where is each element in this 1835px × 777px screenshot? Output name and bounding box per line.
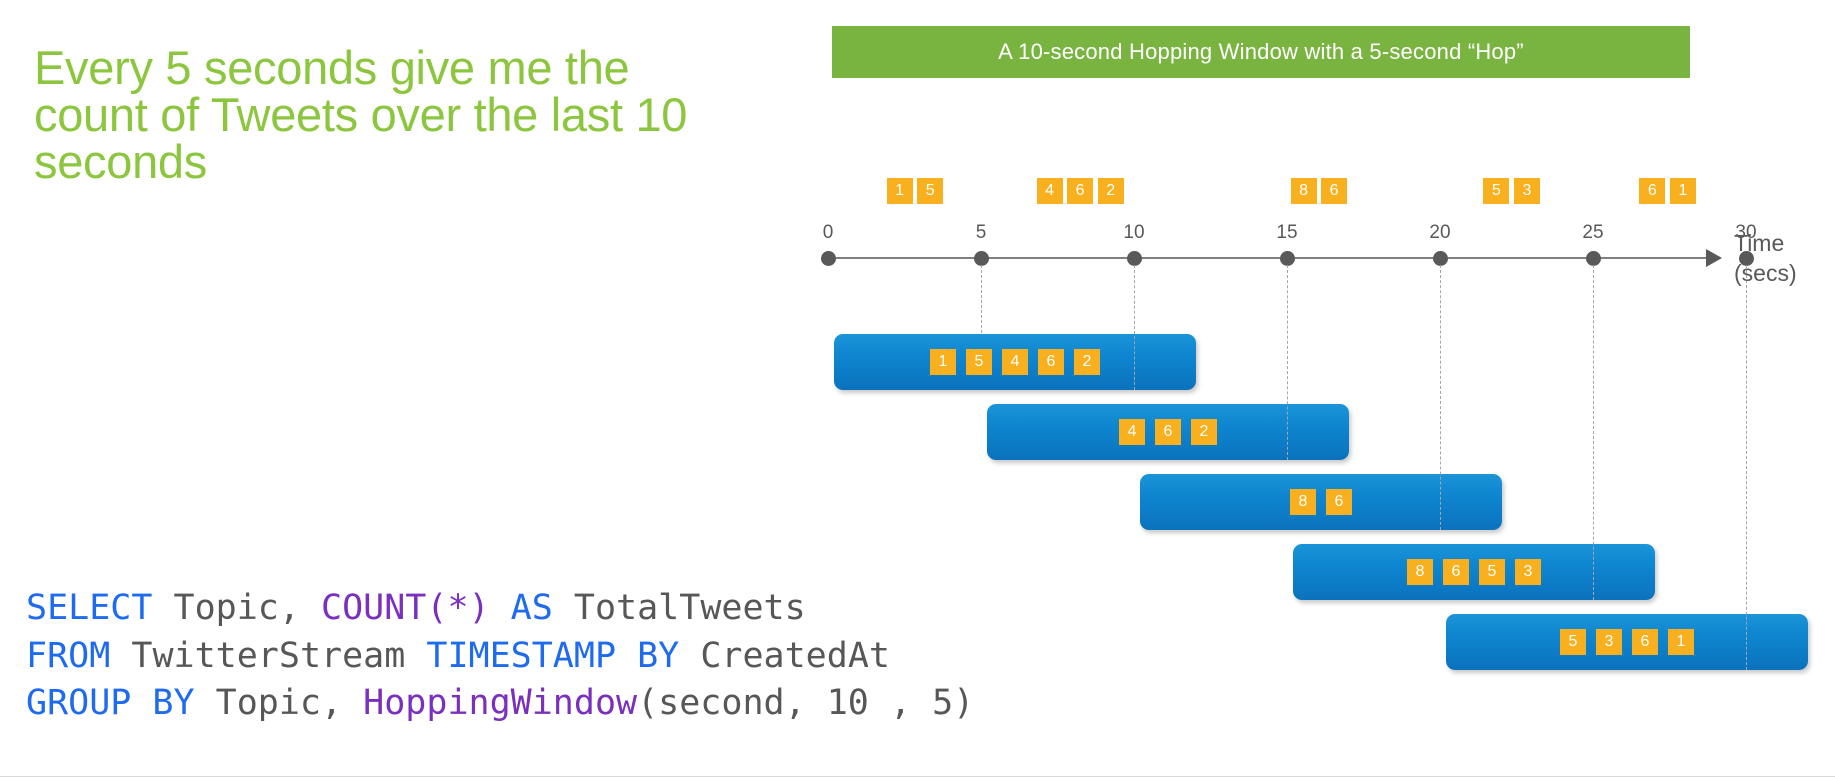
banner-title: A 10-second Hopping Window with a 5-seco… [998,39,1524,64]
window-event-box: 6 [1443,559,1469,585]
window-event-box: 4 [1119,419,1145,445]
sql-line: GROUP BY Topic, HoppingWindow(second, 10… [26,680,974,728]
stream-event-box: 2 [1097,178,1124,204]
time-axis-line [822,257,1712,259]
window-event-box: 5 [1560,629,1586,655]
window-event-box: 6 [1155,419,1181,445]
axis-tick-dot [974,251,989,266]
window-event-box: 2 [1074,349,1100,375]
banner: A 10-second Hopping Window with a 5-seco… [832,26,1690,78]
window-boundary-dashed-line [1440,265,1441,530]
sql-token: AS [510,588,553,628]
sql-token: HoppingWindow [363,683,638,724]
window-event-box: 6 [1632,629,1658,655]
hop-boundary-dashed-line [981,265,982,333]
axis-tick-label: 0 [822,222,834,243]
stream-event-box: 5 [1483,178,1510,204]
sql-token: (second, 10 , 5) [637,683,975,724]
sql-token: SELECT [26,588,153,628]
window-event-box: 3 [1515,559,1541,585]
sql-token: Topic, [194,683,364,724]
axis-tick-dot [1127,251,1142,266]
window-boundary-dashed-line [1287,265,1288,460]
stream-event-box: 8 [1290,178,1317,204]
axis-tick-label: 15 [1276,222,1298,243]
time-axis-label-line1: Time [1734,230,1785,256]
window-event-box: 6 [1038,349,1064,375]
window-event-box: 8 [1407,559,1433,585]
window-event-box: 8 [1290,489,1316,515]
window-boundary-dashed-line [1746,265,1747,670]
page-title: Every 5 seconds give me the count of Twe… [34,41,688,188]
axis-tick-label: 25 [1582,222,1604,243]
stream-event-box: 4 [1036,178,1063,204]
window-event-box: 5 [966,349,992,375]
time-axis-arrow-icon [1706,249,1722,267]
window-event-box: 2 [1191,419,1217,445]
sql-token: COUNT(*) [321,588,490,628]
axis-tick-label: 30 [1735,222,1757,243]
window-boundary-dashed-line [1134,265,1135,390]
stream-event-box: 3 [1513,178,1540,204]
stream-event-box: 5 [917,178,944,204]
window-event-box: 3 [1596,629,1622,655]
window-event-box: 6 [1326,489,1352,515]
sql-line: SELECT Topic, COUNT(*) AS TotalTweets [26,585,974,633]
time-axis-label: Time (secs) [1734,228,1797,289]
axis-tick-label: 10 [1123,222,1145,243]
sql-token: TwitterStream [110,635,427,676]
stream-event-box: 1 [886,178,913,204]
window-event-box: 4 [1002,349,1028,375]
window-event-box: 1 [930,349,956,375]
sql-token: TIMESTAMP BY [426,635,680,676]
stream-event-box: 6 [1067,178,1094,204]
sql-token: Topic, [152,588,322,628]
sql-token: FROM [26,635,111,676]
time-axis-label-line2: (secs) [1734,260,1797,287]
stream-event-box: 6 [1321,178,1348,204]
sql-token [490,588,511,628]
axis-tick-label: 5 [975,222,987,243]
sql-line: FROM TwitterStream TIMESTAMP BY CreatedA… [26,633,974,681]
window-event-box: 5 [1479,559,1505,585]
window-boundary-dashed-line [1593,265,1594,600]
sql-token: GROUP BY [26,683,195,724]
axis-tick-dot [1433,251,1448,266]
sql-token: CreatedAt [679,635,890,676]
sql-token: TotalTweets [552,588,806,628]
axis-tick-label: 20 [1429,222,1451,243]
stream-event-box: 6 [1639,178,1666,204]
axis-tick-dot [821,251,836,266]
axis-tick-dot [1739,251,1754,266]
stream-event-box: 1 [1669,178,1696,204]
axis-tick-dot [1586,251,1601,266]
axis-tick-dot [1280,251,1295,266]
window-event-box: 1 [1668,629,1694,655]
